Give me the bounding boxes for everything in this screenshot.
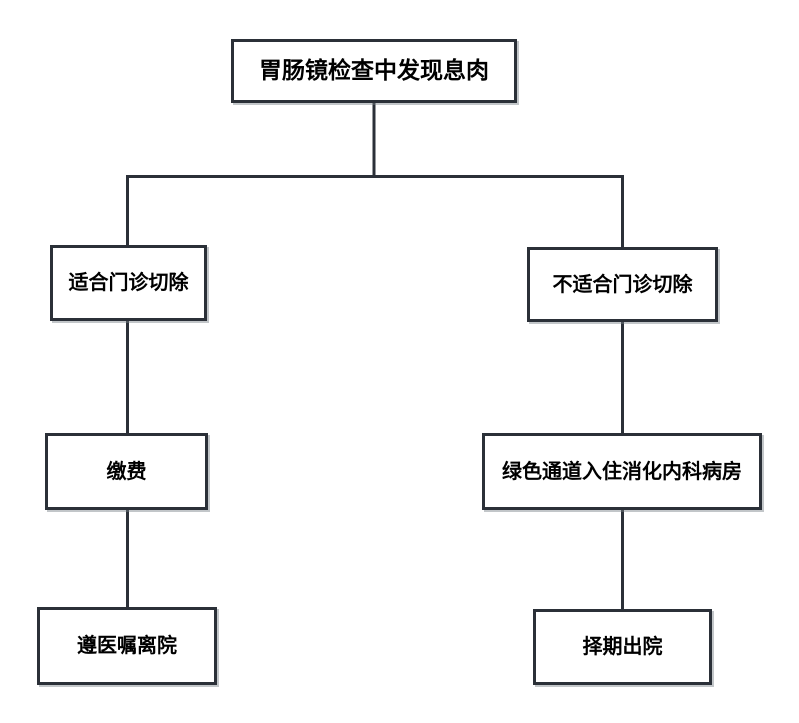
node-label: 遵医嘱离院	[77, 635, 177, 657]
node-green-channel-admission: 绿色通道入住消化内科病房	[482, 433, 762, 510]
node-payment: 缴费	[45, 433, 208, 510]
node-suitable-outpatient-removal: 适合门诊切除	[50, 245, 207, 321]
node-label: 不适合门诊切除	[552, 273, 693, 296]
node-label: 胃肠镜检查中发现息肉	[259, 57, 489, 84]
node-label: 择期出院	[582, 636, 663, 658]
node-label: 适合门诊切除	[68, 272, 189, 294]
node-polyp-found-root: 胃肠镜检查中发现息肉	[231, 39, 517, 103]
node-label: 绿色通道入住消化内科病房	[502, 460, 742, 483]
node-leave-per-doctor-advice: 遵医嘱离院	[37, 607, 217, 685]
node-not-suitable-outpatient-removal: 不适合门诊切除	[527, 247, 718, 322]
node-scheduled-discharge: 择期出院	[533, 609, 712, 685]
node-label: 缴费	[106, 460, 147, 483]
